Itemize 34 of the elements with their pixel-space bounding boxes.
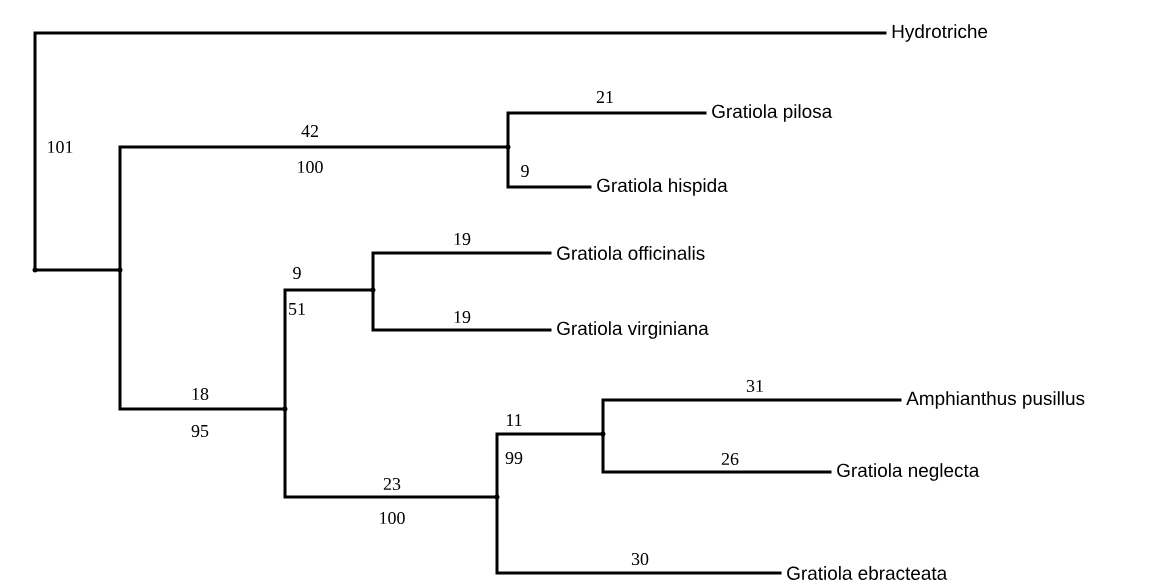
taxon-label: Gratiola neglecta [837, 463, 980, 481]
tree-branch [283, 407, 496, 499]
tree-branch [495, 495, 782, 575]
branch-length-label: 30 [630, 551, 650, 567]
branch-length-label: 23 [382, 476, 402, 491]
taxon-label: Hydrotriche [892, 24, 988, 42]
support-value: 101 [48, 140, 73, 154]
tree-branch [118, 268, 284, 411]
support-value: 51 [289, 303, 305, 315]
branch-length-label: 18 [190, 386, 210, 402]
support-value: 100 [298, 160, 323, 174]
support-value: 99 [505, 451, 523, 464]
taxon-label: Gratiola ebracteata [787, 566, 948, 580]
branch-length-label: 9 [519, 163, 531, 178]
tree-branch [33, 268, 119, 272]
branch-node [32, 267, 38, 273]
taxon-label: Gratiola virginiana [557, 321, 709, 339]
branch-length-label: 21 [595, 90, 615, 104]
taxon-label: Amphianthus pusillus [906, 391, 1085, 409]
tree-branch [601, 432, 832, 474]
branch-length-label: 9 [291, 265, 303, 280]
taxon-label: Gratiola hispida [597, 178, 728, 196]
branch-length-label: 19 [452, 231, 472, 246]
support-value: 100 [380, 511, 405, 525]
branch-length-label: 19 [452, 309, 472, 324]
tree-branch [506, 145, 592, 189]
branch-length-label: 42 [300, 124, 320, 138]
taxon-label: Gratiola officinalis [557, 246, 705, 260]
tree-branch [371, 288, 552, 332]
branch-length-label: 11 [504, 413, 524, 427]
taxon-label: Gratiola pilosa [712, 104, 833, 122]
branch-length-label: 31 [745, 378, 765, 393]
support-value: 95 [191, 424, 209, 437]
branch-length-label: 26 [720, 451, 740, 466]
